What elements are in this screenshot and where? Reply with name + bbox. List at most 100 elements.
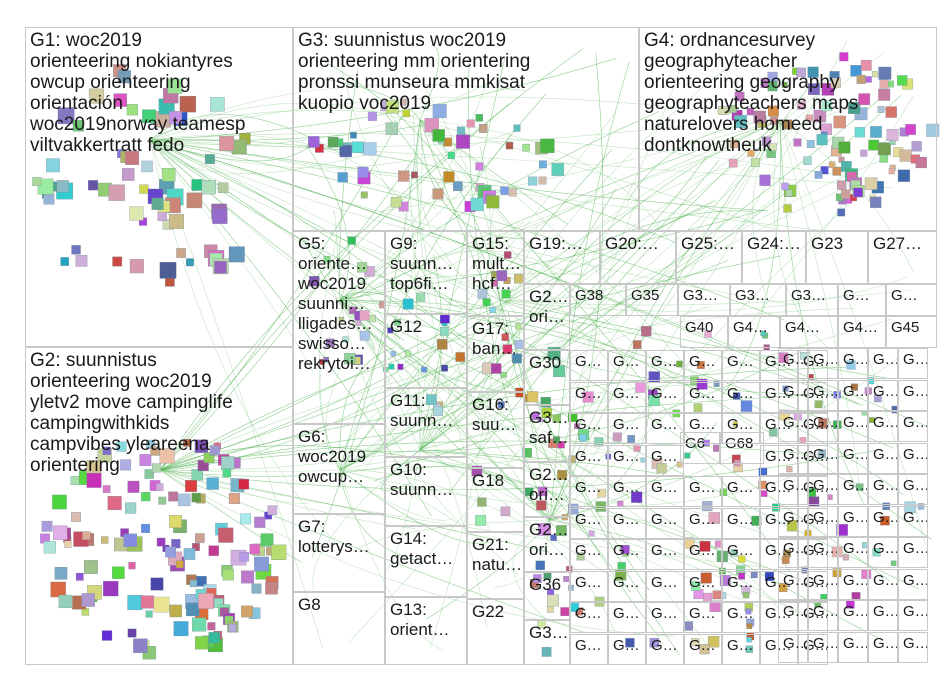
small-group-box: G… <box>778 379 808 411</box>
small-group-box: G… <box>808 411 838 442</box>
group-label-g11: G11: suunn… <box>390 391 454 430</box>
group-box-g3e: G3… saf… <box>524 405 570 462</box>
small-group-label: G… <box>803 353 828 370</box>
small-group-label: G… <box>843 508 868 526</box>
small-group-box: G… <box>898 537 928 568</box>
group-box-g24: G24:… <box>742 231 806 284</box>
small-group-label: G… <box>803 605 828 622</box>
small-group-box: G… <box>868 379 898 411</box>
small-group-label: G… <box>843 351 868 368</box>
small-group-box: G… <box>798 413 828 444</box>
small-group-box: G… <box>868 568 898 600</box>
group-box-g38: G38 <box>570 284 626 316</box>
group-label-gx2: G… <box>891 287 918 304</box>
small-group-box: G… <box>808 379 838 411</box>
group-label-g16: G16: suu… <box>472 395 517 434</box>
small-group-label: G… <box>803 479 828 496</box>
small-group-label: G… <box>613 636 640 654</box>
small-group-label: G… <box>843 634 868 652</box>
small-group-box: G… <box>684 381 722 413</box>
group-label-g10: G10: suunn… <box>390 460 454 499</box>
small-group-box: G… <box>798 602 828 633</box>
group-label-g40: G40 <box>685 319 714 336</box>
small-group-box: G… <box>646 413 684 444</box>
group-label-g3e: G3… saf… <box>529 408 569 447</box>
small-group-box: G… <box>868 600 898 631</box>
small-group-label: G… <box>873 540 898 557</box>
small-group-box: G… <box>838 631 868 663</box>
small-group-box: G… <box>778 600 808 631</box>
small-group-label: G… <box>651 479 678 496</box>
small-group-label: G… <box>783 351 808 368</box>
small-group-box: G… <box>798 570 828 602</box>
small-group-label: G… <box>783 634 808 652</box>
small-group-label: G… <box>575 573 602 591</box>
small-group-label: G… <box>843 382 868 400</box>
small-group-box: G… <box>798 381 828 413</box>
small-group-label: G… <box>727 416 754 433</box>
small-group-label: G… <box>803 447 828 465</box>
group-label-g17: G17: ban… <box>472 319 518 358</box>
small-group-box: G… <box>608 476 646 507</box>
small-group-box: G… <box>608 381 646 413</box>
group-label-g5: G5: oriente… woc2019 suunni… lligades… s… <box>298 234 373 373</box>
small-group-label: G… <box>651 353 678 370</box>
small-group-box: G… <box>570 381 608 413</box>
group-box-g36: G36 <box>524 572 570 620</box>
small-group-box: G… <box>868 631 898 663</box>
group-label-g4d: G4… <box>843 319 879 336</box>
small-group-box: G… <box>608 602 646 633</box>
small-group-label: G… <box>689 416 716 433</box>
small-group-box: G… <box>570 539 608 570</box>
small-group-label: G… <box>613 353 640 370</box>
small-group-label: G… <box>903 634 928 652</box>
small-group-box: G… <box>898 474 928 505</box>
small-group-label: G… <box>803 573 828 591</box>
small-group-box: G… <box>898 348 928 379</box>
small-group-label: G… <box>689 384 716 402</box>
small-group-box: G… <box>646 476 684 507</box>
small-group-box: G… <box>608 539 646 570</box>
small-group-box: G… <box>898 631 928 663</box>
small-group-box: G… <box>608 570 646 602</box>
small-group-label: G… <box>651 447 678 465</box>
small-group-box: G… <box>838 600 868 631</box>
group-box-g40: G40 <box>680 316 728 348</box>
small-group-box: G… <box>838 442 868 474</box>
small-group-box: G… <box>868 537 898 568</box>
group-label-g4: G4: ordnancesurvey geographyteacher orie… <box>644 30 859 156</box>
group-label-g45: G45 <box>891 319 920 336</box>
small-group-label: G… <box>843 603 868 620</box>
group-box-g19: G19:… <box>524 231 600 284</box>
small-group-label: G… <box>727 573 754 591</box>
small-group-label: G… <box>613 479 640 496</box>
small-group-box: G… <box>646 602 684 633</box>
small-group-label: G… <box>903 540 928 557</box>
small-group-box: G… <box>798 444 828 476</box>
small-group-label: G… <box>727 353 754 370</box>
group-label-g3f: G3… <box>529 623 569 642</box>
small-group-label: G… <box>689 636 716 654</box>
node-avatar-icon <box>641 326 652 337</box>
small-group-box: G… <box>808 600 838 631</box>
group-label-g12: G12 <box>390 317 423 336</box>
small-group-box: G… <box>838 505 868 537</box>
small-group-box: G… <box>798 476 828 507</box>
small-group-box: G… <box>898 442 928 474</box>
small-group-label: G… <box>873 634 898 652</box>
small-group-label: G… <box>843 445 868 463</box>
group-label-g3: G3: suunnistus woc2019 orienteering mm o… <box>298 30 531 114</box>
group-box-g20: G20:… <box>600 231 676 284</box>
group-box-g4c: G4… <box>780 316 838 348</box>
small-group-label: G… <box>903 508 928 526</box>
small-group-box: G… <box>838 348 868 379</box>
group-box-g23: G23 <box>806 231 868 284</box>
small-group-label: G… <box>813 634 838 652</box>
small-group-box: G… <box>778 631 808 663</box>
group-box-g7: G7: lotterys… <box>293 514 385 592</box>
small-group-label: G… <box>813 382 838 400</box>
small-group-label: G… <box>873 508 898 526</box>
group-box-g3f: G3… <box>524 620 570 665</box>
group-box-g3b: G3… <box>678 284 730 316</box>
small-group-box: G… <box>722 413 760 444</box>
